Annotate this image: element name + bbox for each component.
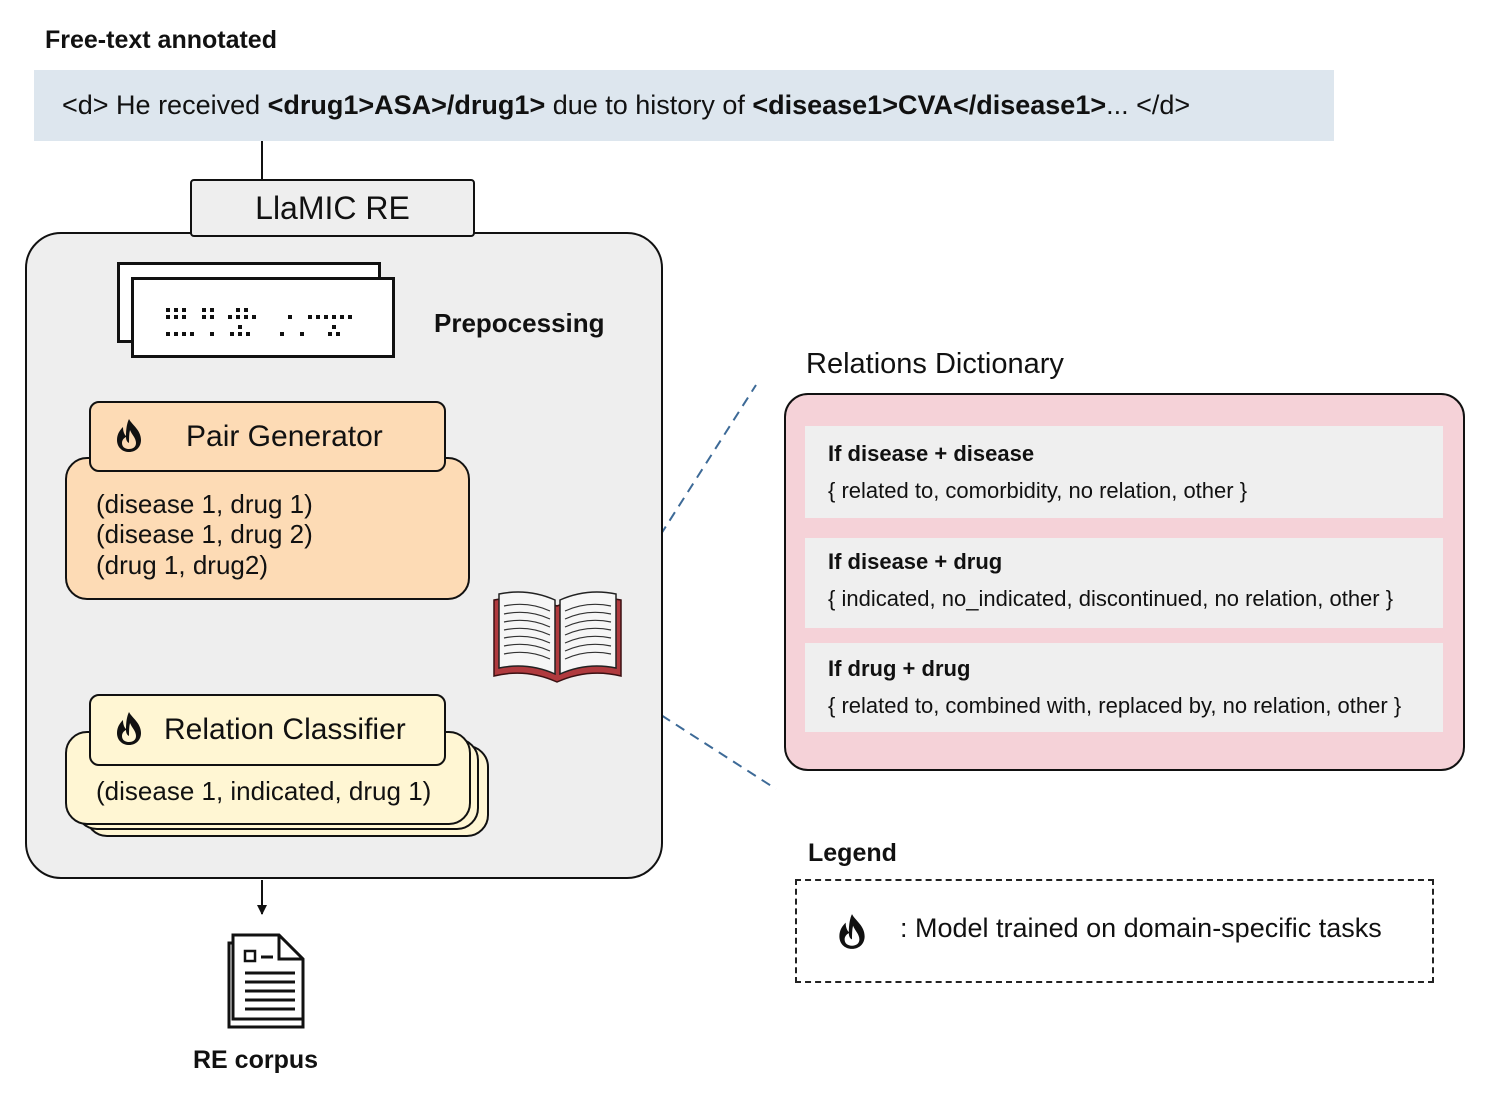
legend-text: : Model trained on domain-specific tasks [900, 913, 1382, 943]
system-title: LlaMIC RE [190, 179, 475, 237]
input-text-box: <d> He received <drug1>ASA>/drug1> due t… [34, 70, 1334, 141]
document-icon [227, 933, 305, 1029]
dictionary-relations: { related to, combined with, replaced by… [828, 693, 1402, 718]
preprocessing-doc-front [131, 277, 395, 358]
input-segment-drug-tag: <drug1>ASA>/drug1> [267, 90, 546, 120]
flame-icon [117, 419, 141, 452]
dictionary-entry: If disease + drug { indicated, no_indica… [805, 538, 1443, 628]
input-segment-plain: ... </d> [1106, 90, 1191, 120]
legend-box [795, 879, 1434, 983]
dictionary-entry: If disease + disease { related to, comor… [805, 426, 1443, 518]
relation-classifier-result: (disease 1, indicated, drug 1) [96, 776, 432, 806]
dictionary-condition: If disease + disease [828, 441, 1035, 466]
input-segment-disease-tag: <disease1>CVA</disease1> [752, 90, 1107, 120]
dictionary-title: Relations Dictionary [806, 348, 1064, 380]
flame-icon [839, 914, 865, 949]
input-segment-plain: due to history of [545, 90, 753, 120]
dictionary-relations: { indicated, no_indicated, discontinued,… [828, 586, 1394, 611]
pair-item: (disease 1, drug 1) [96, 489, 313, 519]
flame-icon [117, 712, 141, 745]
relation-classifier-header [89, 694, 446, 766]
pair-item: (drug 1, drug2) [96, 550, 268, 580]
corpus-label: RE corpus [193, 1046, 319, 1074]
preprocessing-label: Prepocessing [434, 308, 605, 338]
dotted-text-icon [166, 308, 352, 336]
pair-generator-title: Pair Generator [186, 420, 383, 453]
zoom-line-bottom [632, 696, 777, 790]
dictionary-relations: { related to, comorbidity, no relation, … [828, 478, 1248, 503]
input-segment-plain: <d> He received [62, 90, 268, 120]
dictionary-condition: If drug + drug [828, 656, 971, 681]
book-icon [493, 591, 622, 683]
relation-classifier-title: Relation Classifier [164, 713, 406, 746]
pair-item: (disease 1, drug 2) [96, 519, 313, 549]
dictionary-entry: If drug + drug { related to, combined wi… [805, 643, 1443, 732]
pair-generator-header [89, 401, 446, 472]
input-title: Free-text annotated [45, 26, 277, 54]
legend-title: Legend [808, 839, 897, 867]
dictionary-condition: If disease + drug [828, 549, 1003, 574]
